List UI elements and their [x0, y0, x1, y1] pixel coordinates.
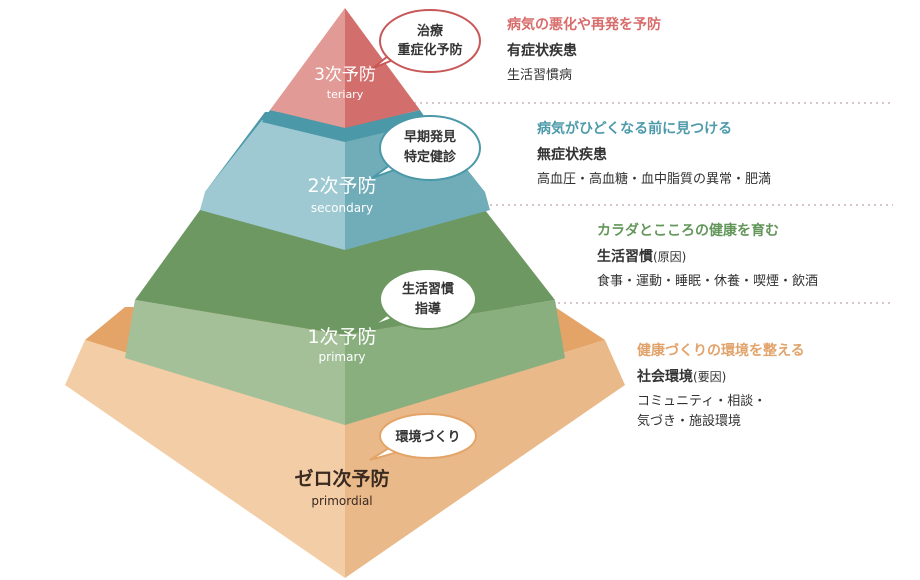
bubble-shape [379, 9, 481, 73]
bubble-shape [379, 268, 477, 330]
tier-secondary-left-face [200, 192, 345, 250]
info-teriary-heading: 病気の悪化や再発を予防 [507, 17, 661, 33]
info-primordial-main-row: 社会環境(要因) [637, 366, 805, 386]
info-teriary-main-row: 有症状疾患 [507, 40, 661, 60]
info-primordial-detail: コミュニティ・相談・ 気づき・施設環境 [637, 394, 767, 429]
info-secondary-main: 無症状疾患 [537, 147, 607, 163]
info-secondary-heading: 病気がひどくなる前に見つける [537, 121, 733, 137]
bubble-primordial-line-1: 環境づくり [395, 429, 460, 445]
bubble-primary: 生活習慣 指導 [371, 268, 477, 330]
tier-teriary [262, 8, 428, 142]
tier-primary-right-face [345, 300, 565, 425]
bubble-secondary-line-1: 早期発見 [404, 129, 456, 145]
tier-primordial-name: ゼロ次予防 [294, 467, 389, 490]
info-primary-main-note: (原因) [653, 250, 687, 264]
bubble-primordial: 環境づくり [369, 413, 477, 461]
tier-secondary-name: 2次予防 [307, 175, 376, 197]
tier-teriary-right-face [345, 8, 420, 128]
info-primordial: 健康づくりの環境を整える 社会環境(要因) コミュニティ・相談・ 気づき・施設環… [637, 340, 805, 432]
info-secondary-main-row: 無症状疾患 [537, 144, 771, 164]
bubble-teriary-line-1: 治療 [417, 23, 444, 39]
info-primordial-heading: 健康づくりの環境を整える [637, 343, 805, 359]
info-primary-heading: カラダとこころの健康を育む [597, 223, 779, 239]
info-primordial-main: 社会環境 [637, 369, 693, 385]
info-teriary: 病気の悪化や再発を予防 有症状疾患 生活習慣病 [507, 14, 661, 86]
tier-teriary-left-face [270, 8, 345, 128]
bubble-shape [379, 413, 477, 459]
bubble-teriary: 治療 重症化予防 [372, 9, 481, 73]
tier-secondary-face-left [205, 120, 345, 238]
tier-primary-left-face [125, 300, 345, 425]
info-primary-main-row: 生活習慣(原因) [597, 246, 818, 266]
tier-primary-en: primary [319, 350, 366, 364]
info-primordial-main-note: (要因) [693, 370, 727, 384]
bubble-secondary: 早期発見 特定健診 [371, 115, 481, 181]
info-teriary-main: 有症状疾患 [507, 43, 577, 59]
info-secondary: 病気がひどくなる前に見つける 無症状疾患 高血圧・高血糖・血中脂質の異常・肥満 [537, 118, 771, 190]
info-primary-detail: 食事・運動・睡眠・休養・喫煙・飲酒 [597, 274, 819, 289]
info-secondary-detail: 高血圧・高血糖・血中脂質の異常・肥満 [537, 172, 772, 187]
bubble-teriary-line-2: 重症化予防 [397, 42, 462, 58]
bubble-secondary-line-2: 特定健診 [404, 149, 457, 165]
bubble-shape [379, 115, 481, 181]
tier-primordial-en: primordial [311, 494, 372, 508]
tier-teriary-name: 3次予防 [314, 65, 376, 85]
info-primary-main: 生活習慣 [597, 249, 653, 265]
tier-secondary-right-face [345, 192, 490, 250]
tier-teriary-en: teriary [327, 88, 364, 101]
bubble-primary-line-1: 生活習慣 [402, 281, 454, 297]
info-primary: カラダとこころの健康を育む 生活習慣(原因) 食事・運動・睡眠・休養・喫煙・飲酒 [597, 220, 818, 292]
tier-secondary-en: secondary [311, 201, 373, 215]
info-teriary-detail: 生活習慣病 [507, 68, 573, 83]
bubble-primary-line-2: 指導 [415, 301, 441, 317]
tier-primary-name: 1次予防 [307, 326, 376, 348]
